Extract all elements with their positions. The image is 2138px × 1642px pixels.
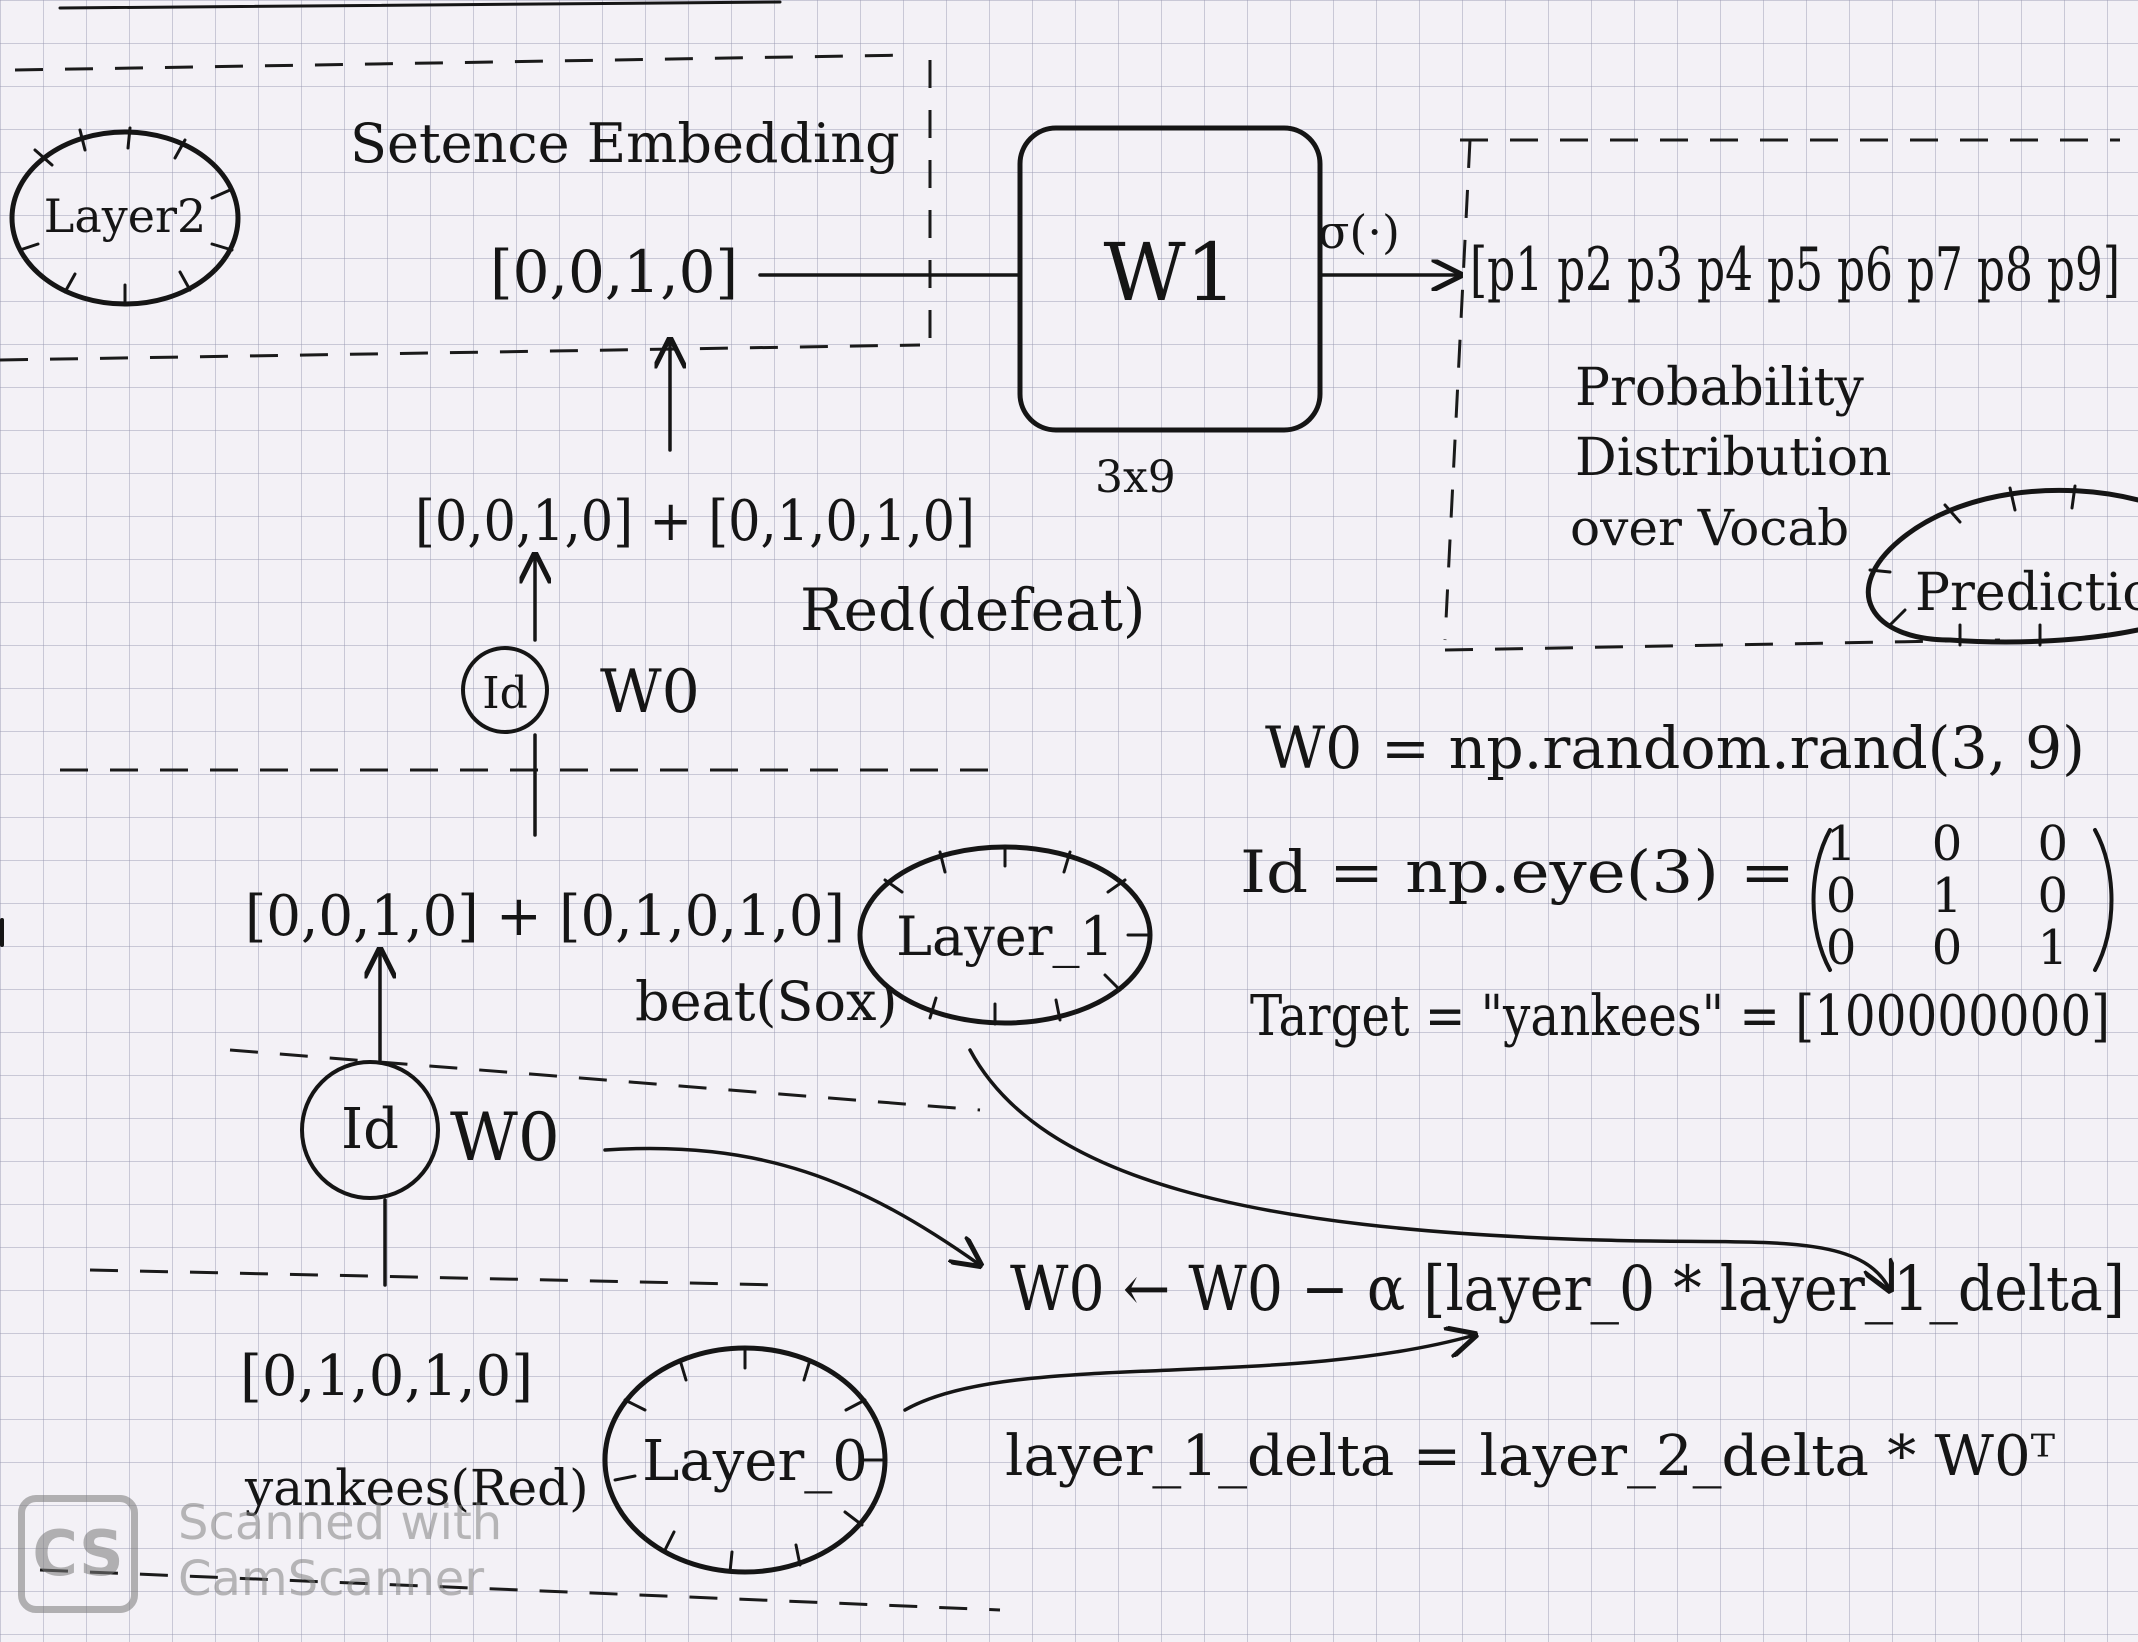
eq-delta: layer_1_delta = layer_2_delta * W0ᵀ	[1005, 1424, 2055, 1489]
id-label-upper: Id	[482, 668, 528, 719]
probability-caption-1: Probability	[1575, 358, 1865, 418]
layer1-to-update-arrow	[968, 1048, 1890, 1290]
dashed-borders	[0, 53, 2120, 1612]
id-circle-upper	[461, 646, 549, 734]
layer1-label: Layer_1	[896, 905, 1114, 968]
matrix-row-2: 0 1 0	[1826, 868, 2098, 924]
eq-id: Id = np.eye(3) =	[1240, 838, 1795, 906]
layer0-to-update-arrow	[903, 1335, 1475, 1412]
yankees-vector: [0,1,0,1,0]	[240, 1344, 533, 1409]
layer0-blob: Layer_0	[602, 1345, 888, 1575]
layer2-label: Layer2	[44, 189, 206, 243]
id-circle-lower	[300, 1060, 440, 1200]
top-edge-line	[58, 0, 782, 10]
probability-caption-2: Distribution	[1575, 428, 1892, 488]
layer2-blob: Layer2	[9, 126, 241, 307]
w0-label-upper: W0	[600, 657, 700, 727]
probability-vector: [p1 p2 p3 p4 p5 p6 p7 p8 p9]	[1470, 235, 2120, 305]
sentence-vector: [0,0,1,0]	[490, 238, 738, 306]
sum-mid: [0,0,1,0] + [0,1,0,1,0]	[245, 884, 845, 949]
id-label-lower: Id	[341, 1097, 399, 1162]
probability-caption-3: over Vocab	[1570, 499, 1849, 557]
identity-matrix: 1 0 0 0 1 0 0 0 1	[1811, 816, 2114, 976]
w0-label-lower: W0	[450, 1099, 560, 1176]
sum-top: [0,0,1,0] + [0,1,0,1,0]	[415, 489, 975, 554]
eq-target: Target = "yankees" = [100000000]	[1250, 984, 2110, 1049]
watermark-text: Scanned with CamScanner	[178, 1495, 638, 1607]
w0-to-update-arrow	[603, 1146, 980, 1265]
watermark-line-1: Scanned with	[178, 1495, 503, 1551]
w1-box	[1017, 125, 1323, 433]
watermark-line-2: CamScanner	[178, 1551, 485, 1607]
red-defeat-label: Red(defeat)	[800, 576, 1146, 644]
eq-update: W0 ← W0 − α [layer_0 * layer_1_delta]	[1010, 1252, 2125, 1325]
layer1-blob: Layer_1	[857, 844, 1153, 1026]
prediction-label: Prediction	[1915, 563, 2138, 623]
sigma-label: σ(·)	[1318, 205, 1400, 259]
matrix-row-3: 0 0 1	[1826, 920, 2098, 976]
layer0-label: Layer_0	[642, 1429, 868, 1494]
w1-label: W1	[1103, 226, 1236, 319]
camscanner-logo: CS	[18, 1495, 138, 1613]
yankees-red-label: yankees(Red)	[244, 1459, 589, 1517]
matrix-row-1: 1 0 0	[1826, 816, 2098, 872]
prediction-blob: Prediction	[1866, 484, 2138, 647]
beat-sox-label: beat(Sox)	[635, 970, 898, 1033]
sentence-embedding-label: Setence Embedding	[350, 112, 900, 175]
w1-shape: 3x9	[1095, 452, 1176, 503]
eq-w0: W0 = np.random.rand(3, 9)	[1265, 714, 2085, 782]
